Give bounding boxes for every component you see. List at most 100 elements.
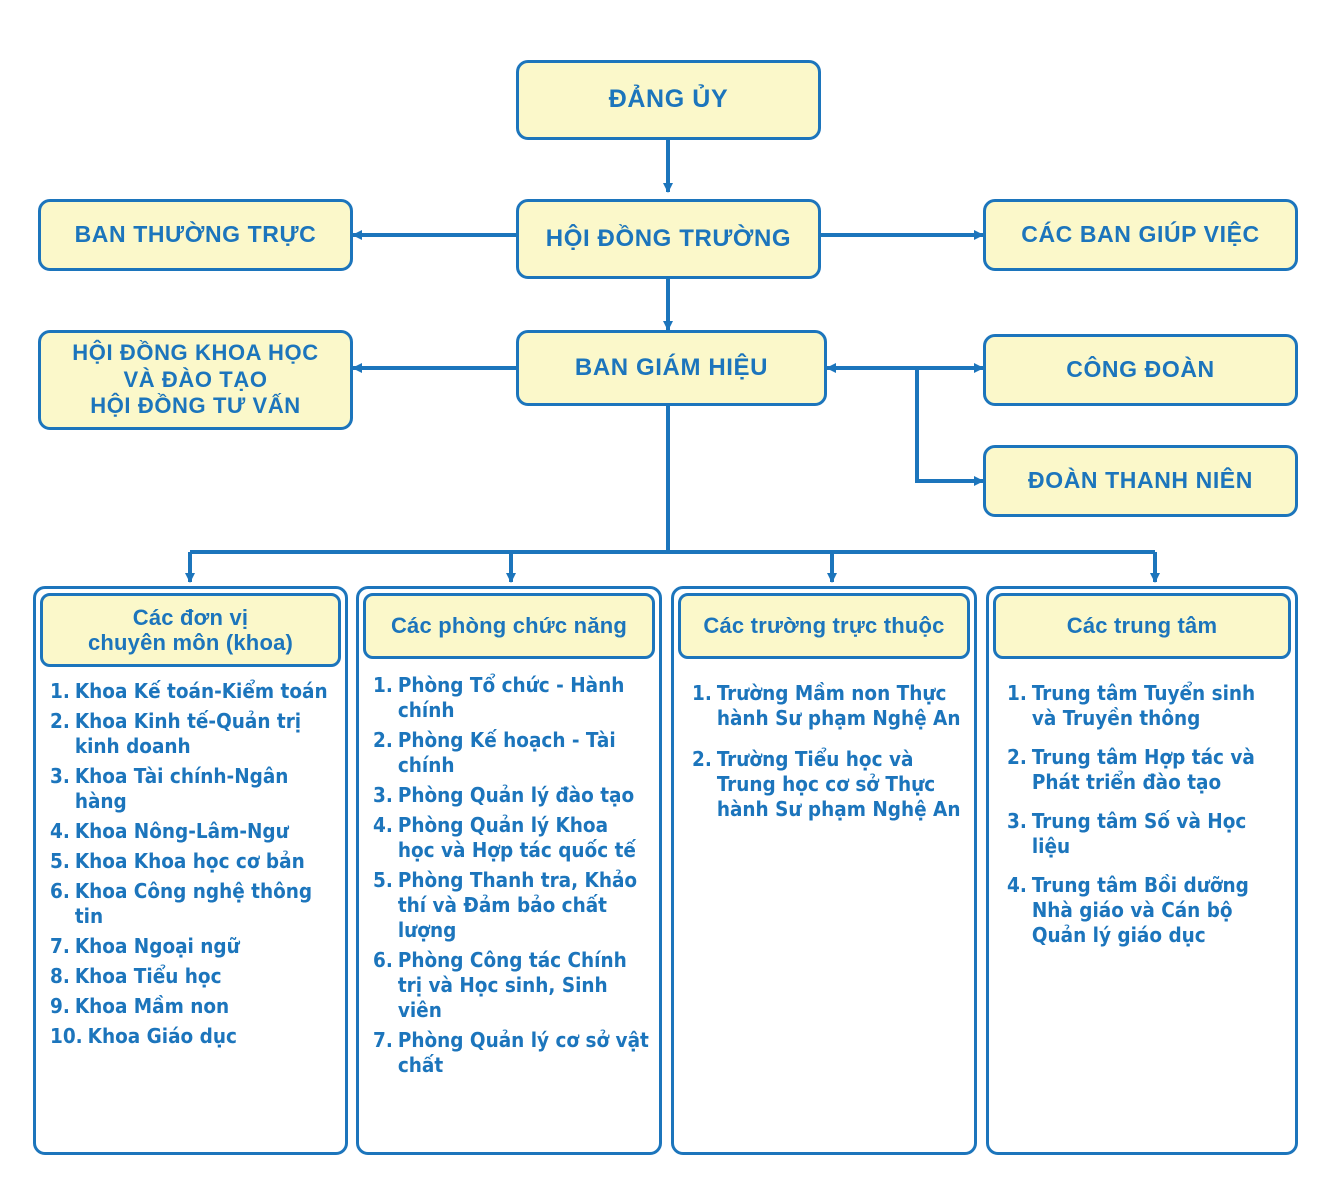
list-item-number: 7. <box>50 934 70 958</box>
list-item-text: Khoa Tiểu học <box>74 964 222 988</box>
panel-col-1-title: Các đơn vị chuyên môn (khoa) <box>87 604 294 655</box>
node-ban-thuong-truc-label: BAN THƯỜNG TRỰC <box>74 221 317 248</box>
list-item-text: Phòng Quản lý Khoa học và Hợp tác quốc t… <box>397 813 636 862</box>
list-item-number: 9. <box>50 994 70 1018</box>
list-item[interactable]: 1.Trường Mầm non Thực hành Sư phạm Nghệ … <box>692 681 964 731</box>
list-item-text: Phòng Thanh tra, Khảo thí và Đảm bảo chấ… <box>397 868 638 942</box>
list-item-text: Trung tâm Hợp tác và Phát triển đào tạo <box>1031 745 1255 794</box>
list-item[interactable]: 7.Khoa Ngoại ngữ <box>50 934 335 959</box>
list-item[interactable]: 9.Khoa Mầm non <box>50 994 335 1019</box>
panel-col-4-title: Các trung tâm <box>1066 613 1218 639</box>
list-item-text: Trường Tiểu học và Trung học cơ sở Thực … <box>716 747 961 821</box>
list-item-text: Khoa Giáo dục <box>87 1024 237 1048</box>
list-item-text: Trung tâm Bồi dưỡng Nhà giáo và Cán bộ Q… <box>1031 873 1249 947</box>
list-item[interactable]: 5.Khoa Khoa học cơ bản <box>50 849 335 874</box>
list-item[interactable]: 4.Phòng Quản lý Khoa học và Hợp tác quốc… <box>373 813 649 863</box>
list-item-text: Khoa Tài chính-Ngân hàng <box>74 764 289 813</box>
list-item[interactable]: 6.Phòng Công tác Chính trị và Học sinh, … <box>373 948 649 1023</box>
list-item-text: Phòng Công tác Chính trị và Học sinh, Si… <box>397 948 627 1022</box>
panel-col-3[interactable]: Các trường trực thuộc 1.Trường Mầm non T… <box>671 586 977 1155</box>
list-item-number: 5. <box>50 849 70 873</box>
list-item[interactable]: 3.Khoa Tài chính-Ngân hàng <box>50 764 335 814</box>
node-cac-ban-giup-viec[interactable]: CÁC BAN GIÚP VIỆC <box>983 199 1298 271</box>
panel-col-2-header: Các phòng chức năng <box>363 593 655 659</box>
list-item-number: 6. <box>373 948 393 972</box>
list-item-number: 2. <box>1007 745 1027 769</box>
list-item[interactable]: 5.Phòng Thanh tra, Khảo thí và Đảm bảo c… <box>373 868 649 943</box>
node-cong-doan[interactable]: CÔNG ĐOÀN <box>983 334 1298 406</box>
list-item[interactable]: 2.Trung tâm Hợp tác và Phát triển đào tạ… <box>1007 745 1285 795</box>
list-item-number: 6. <box>50 879 70 903</box>
node-cac-ban-giup-viec-label: CÁC BAN GIÚP VIỆC <box>1021 221 1260 248</box>
node-hoi-dong-khoa-hoc-va-dao-tao[interactable]: HỘI ĐỒNG KHOA HỌC VÀ ĐÀO TẠO HỘI ĐỒNG TƯ… <box>38 330 353 430</box>
list-item[interactable]: 2.Trường Tiểu học và Trung học cơ sở Thự… <box>692 747 964 822</box>
list-item[interactable]: 7.Phòng Quản lý cơ sở vật chất <box>373 1028 649 1078</box>
panel-col-1[interactable]: Các đơn vị chuyên môn (khoa) 1.Khoa Kế t… <box>33 586 348 1155</box>
list-item[interactable]: 2.Phòng Kế hoạch - Tài chính <box>373 728 649 778</box>
list-item-text: Khoa Ngoại ngữ <box>74 934 240 958</box>
node-hoi-dong-truong[interactable]: HỘI ĐỒNG TRƯỜNG <box>516 199 821 279</box>
list-item-text: Khoa Khoa học cơ bản <box>74 849 305 873</box>
list-item[interactable]: 1.Phòng Tổ chức - Hành chính <box>373 673 649 723</box>
node-doan-thanh-nien[interactable]: ĐOÀN THANH NIÊN <box>983 445 1298 517</box>
list-item-number: 10. <box>50 1024 83 1048</box>
list-item-text: Phòng Tổ chức - Hành chính <box>397 673 625 722</box>
panel-col-2-title: Các phòng chức năng <box>390 613 628 639</box>
panel-col-3-list: 1.Trường Mầm non Thực hành Sư phạm Nghệ … <box>674 673 974 848</box>
list-item-number: 4. <box>50 819 70 843</box>
list-item[interactable]: 1.Khoa Kế toán-Kiểm toán <box>50 679 335 704</box>
node-ban-giam-hieu[interactable]: BAN GIÁM HIỆU <box>516 330 827 406</box>
list-item-text: Trung tâm Số và Học liệu <box>1031 809 1247 858</box>
list-item-number: 1. <box>692 681 712 705</box>
list-item[interactable]: 10.Khoa Giáo dục <box>50 1024 335 1049</box>
list-item-number: 7. <box>373 1028 393 1052</box>
list-item-text: Khoa Kế toán-Kiểm toán <box>74 679 328 703</box>
node-doan-thanh-nien-label: ĐOÀN THANH NIÊN <box>1028 467 1253 494</box>
panel-col-4[interactable]: Các trung tâm 1.Trung tâm Tuyển sinh và … <box>986 586 1298 1155</box>
panel-col-4-header: Các trung tâm <box>993 593 1291 659</box>
node-cong-doan-label: CÔNG ĐOÀN <box>1066 356 1215 383</box>
node-dang-uy-label: ĐẢNG ỦY <box>608 85 729 114</box>
list-item-number: 5. <box>373 868 393 892</box>
list-item-number: 1. <box>1007 681 1027 705</box>
list-item-number: 4. <box>373 813 393 837</box>
list-item-text: Phòng Quản lý đào tạo <box>397 783 635 807</box>
list-item[interactable]: 1.Trung tâm Tuyển sinh và Truyền thông <box>1007 681 1285 731</box>
list-item[interactable]: 6.Khoa Công nghệ thông tin <box>50 879 335 929</box>
list-item-number: 8. <box>50 964 70 988</box>
list-item[interactable]: 3.Trung tâm Số và Học liệu <box>1007 809 1285 859</box>
list-item-text: Khoa Nông-Lâm-Ngư <box>74 819 289 843</box>
node-hoi-dong-khoa-hoc-label: HỘI ĐỒNG KHOA HỌC VÀ ĐÀO TẠO HỘI ĐỒNG TƯ… <box>72 340 319 419</box>
edge-trunk-to-doan-thanh-nien <box>915 368 984 486</box>
list-item[interactable]: 3.Phòng Quản lý đào tạo <box>373 783 649 808</box>
list-item-number: 4. <box>1007 873 1027 897</box>
node-ban-giam-hieu-label: BAN GIÁM HIỆU <box>574 353 769 381</box>
panel-col-3-header: Các trường trực thuộc <box>678 593 970 659</box>
list-item[interactable]: 2.Khoa Kinh tế-Quản trị kinh doanh <box>50 709 335 759</box>
list-item-number: 2. <box>373 728 393 752</box>
list-item-number: 2. <box>692 747 712 771</box>
list-item-number: 3. <box>50 764 70 788</box>
node-hoi-dong-truong-label: HỘI ĐỒNG TRƯỜNG <box>545 224 792 252</box>
panel-col-1-header: Các đơn vị chuyên môn (khoa) <box>40 593 341 667</box>
list-item-text: Phòng Kế hoạch - Tài chính <box>397 728 616 777</box>
panel-col-2[interactable]: Các phòng chức năng 1.Phòng Tổ chức - Hà… <box>356 586 662 1155</box>
list-item-text: Khoa Mầm non <box>74 994 230 1018</box>
list-item-number: 3. <box>1007 809 1027 833</box>
list-item-number: 3. <box>373 783 393 807</box>
list-item-text: Trung tâm Tuyển sinh và Truyền thông <box>1031 681 1256 730</box>
list-item-number: 1. <box>50 679 70 703</box>
list-item-text: Khoa Kinh tế-Quản trị kinh doanh <box>74 709 302 758</box>
list-item[interactable]: 8.Khoa Tiểu học <box>50 964 335 989</box>
node-dang-uy[interactable]: ĐẢNG ỦY <box>516 60 821 140</box>
list-item-text: Khoa Công nghệ thông tin <box>74 879 313 928</box>
list-item-text: Phòng Quản lý cơ sở vật chất <box>397 1028 649 1077</box>
list-item[interactable]: 4.Trung tâm Bồi dưỡng Nhà giáo và Cán bộ… <box>1007 873 1285 948</box>
list-item[interactable]: 4.Khoa Nông-Lâm-Ngư <box>50 819 335 844</box>
list-item-number: 2. <box>50 709 70 733</box>
node-ban-thuong-truc[interactable]: BAN THƯỜNG TRỰC <box>38 199 353 271</box>
